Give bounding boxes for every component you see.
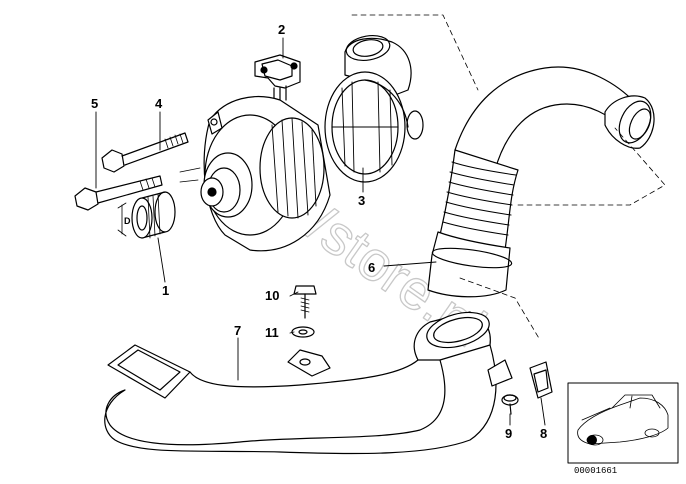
car-thumbnail: 00001661 [567,382,679,476]
callout-5: 5 [91,96,98,111]
callout-4: 4 [155,96,163,111]
reference-number: 00001661 [574,466,617,476]
clip-icon [529,361,553,399]
callout-10: 10 [265,288,279,303]
screw-icon [293,285,317,319]
bolt-icon [101,132,189,173]
washer-icon [291,326,315,338]
air-duct-icon [104,311,513,455]
callouts: 2 4 5 3 1 6 10 11 7 8 9 D [91,22,547,441]
callout-11: 11 [265,325,279,340]
callout-3: 3 [358,193,365,208]
fan-shroud-icon [324,34,424,183]
hose-dashed-outline [351,14,666,341]
screw-icon [501,394,519,415]
bolt-icon [74,175,163,211]
voltage-regulator-icon [254,54,301,103]
leader-lines [95,37,546,426]
callout-1: 1 [162,283,169,298]
callout-9: 9 [505,426,512,441]
location-marker-icon [587,435,597,445]
intake-hose-icon [427,66,655,298]
bushing-icon [117,191,176,239]
callout-2: 2 [278,22,285,37]
callout-6: 6 [368,260,375,275]
alternator-icon [179,96,331,252]
car-icon [577,394,669,446]
dimension-label: D [124,216,131,226]
callout-8: 8 [540,426,547,441]
callout-7: 7 [234,323,241,338]
